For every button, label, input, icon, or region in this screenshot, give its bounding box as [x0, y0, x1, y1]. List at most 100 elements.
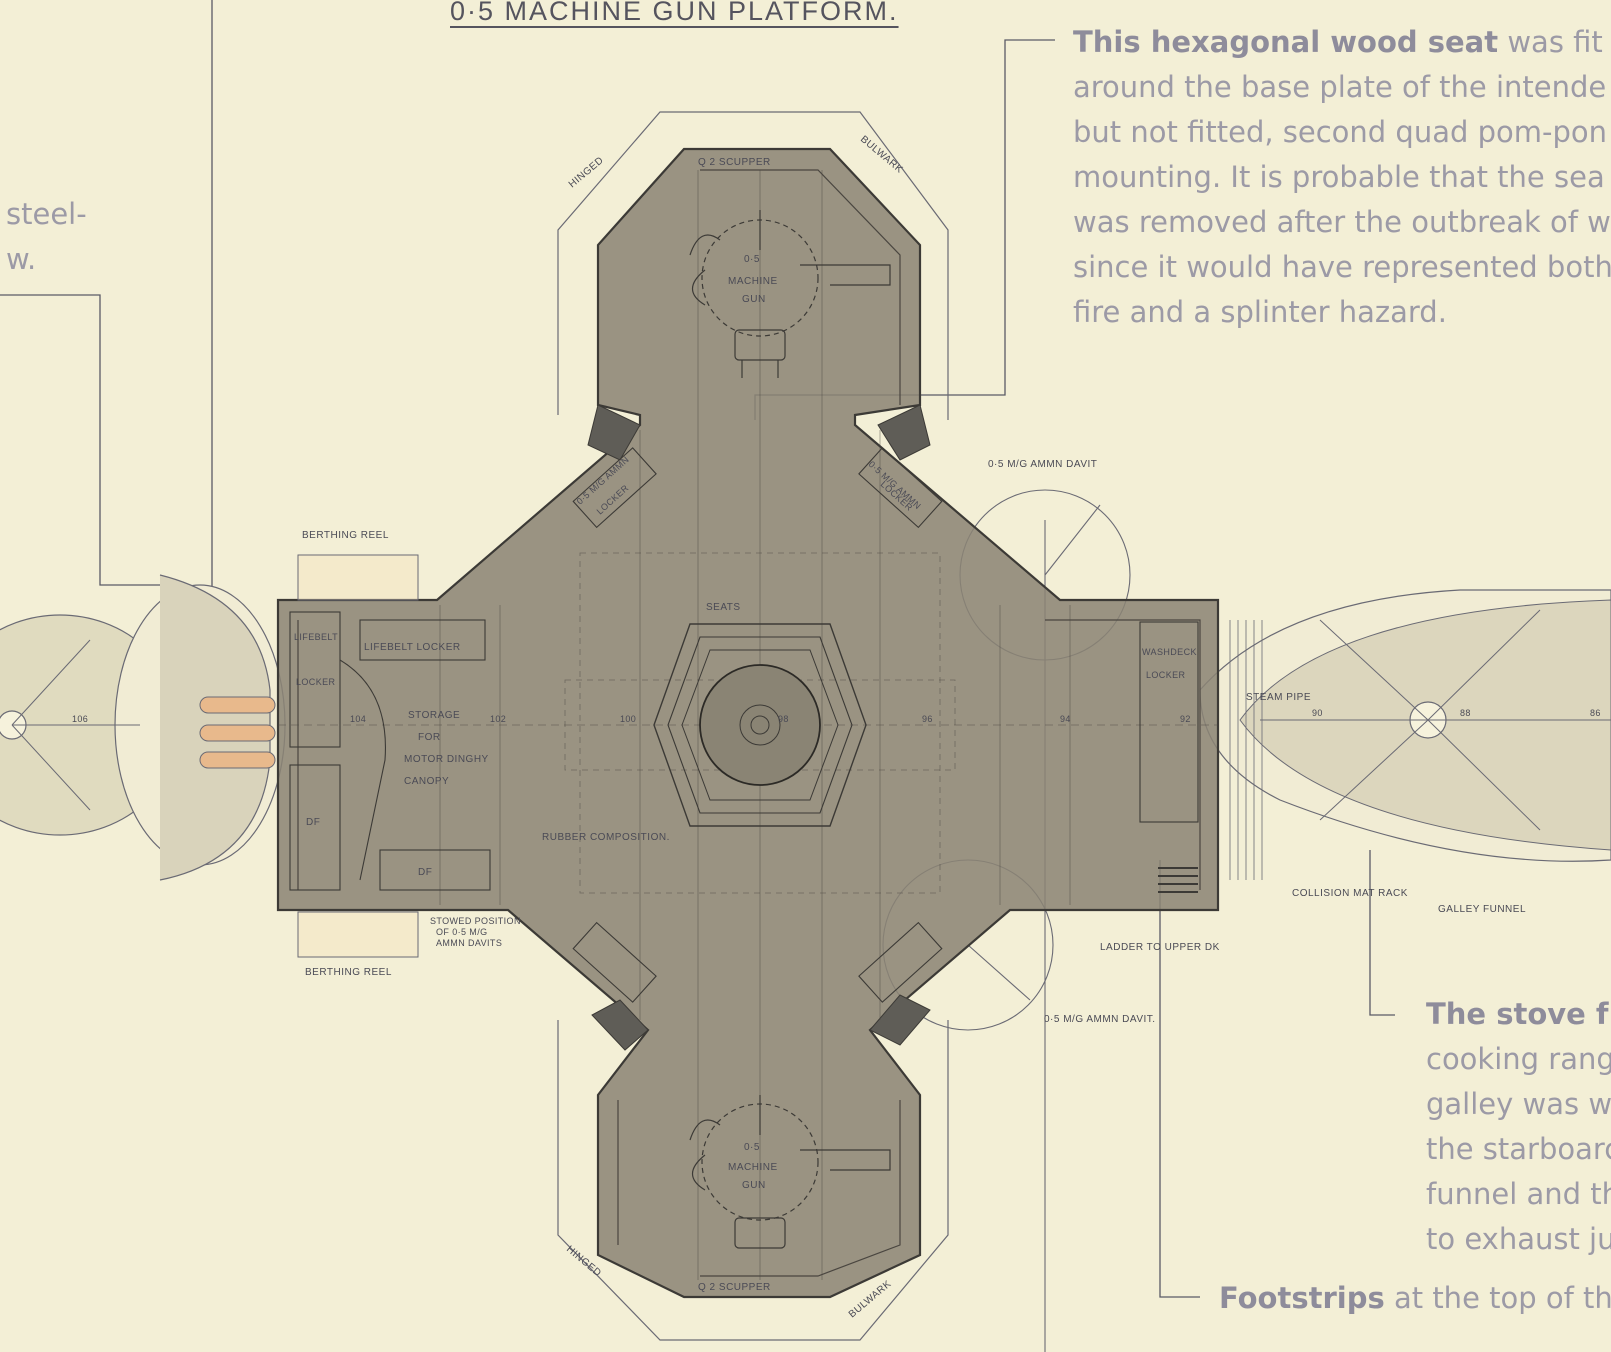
df-locker-bottom — [379, 849, 491, 891]
label-scupper-bottom: Q 2 SCUPPER — [698, 1282, 771, 1293]
annotation-stove-line-5: to exhaust ju — [1426, 1222, 1611, 1256]
annotation-hex-line-4: mounting. It is probable that the sea — [1073, 160, 1605, 194]
label-scupper-top: Q 2 SCUPPER — [698, 157, 771, 168]
bulwark-top — [557, 111, 949, 420]
footstrips-rack — [1229, 620, 1263, 880]
label-stowed-1: STOWED POSITION — [430, 916, 521, 926]
leader-line-stove — [1369, 850, 1395, 1016]
label-mg-top-2: MACHINE — [728, 276, 778, 287]
right-hull — [1199, 589, 1611, 880]
leader-line-footstrips — [1159, 860, 1200, 1298]
machine-gun-bottom — [689, 1095, 891, 1249]
annotation-hex-rest: was fit — [1498, 25, 1603, 59]
df-box-lower-left — [572, 921, 657, 1003]
frame-92: 92 — [1180, 714, 1191, 724]
machine-gun-top — [689, 210, 891, 378]
frame-98: 98 — [778, 714, 789, 724]
annotation-footstrips: Footstrips at the top of th — [1219, 1276, 1611, 1321]
lifebelt-locker — [359, 619, 486, 661]
label-df-bottom: DF — [418, 867, 432, 878]
vent-grille — [1158, 867, 1198, 893]
df-box-lower-right — [858, 921, 943, 1003]
frame-96: 96 — [922, 714, 933, 724]
annotation-stove-bold-line: The stove f — [1426, 992, 1611, 1037]
frame-106: 106 — [72, 714, 88, 724]
washdeck-locker — [1139, 621, 1199, 823]
annotation-left-line-2: w. — [6, 242, 37, 276]
label-berthing-reel-top: BERTHING REEL — [302, 530, 389, 541]
label-galley-funnel: GALLEY FUNNEL — [1438, 904, 1526, 915]
annotation-hexagonal-seat: This hexagonal wood seat was fit around … — [1073, 20, 1611, 335]
berthing-reels — [297, 554, 419, 958]
dinghy-canopy-curve — [339, 659, 387, 881]
label-mg-bottom-3: GUN — [742, 1180, 766, 1191]
label-ladder: LADDER TO UPPER DK — [1100, 942, 1220, 953]
label-storage-3: MOTOR DINGHY — [404, 754, 489, 765]
frame-86: 86 — [1590, 708, 1601, 718]
bulwark-outline — [557, 111, 949, 1341]
lifebelt-small-locker — [289, 611, 341, 748]
label-collision-mat: COLLISION MAT RACK — [1292, 888, 1408, 899]
ammn-locker-right — [858, 447, 943, 529]
label-rubber: RUBBER COMPOSITION. — [542, 832, 670, 843]
annotation-stove-line-4: funnel and th — [1426, 1177, 1611, 1211]
label-stowed-2: OF 0·5 M/G — [436, 927, 488, 937]
label-hinged-top: HINGED — [567, 155, 606, 190]
ammn-locker-left — [572, 447, 657, 529]
label-ammn-davit-bottom: 0·5 M/G AMMN DAVIT. — [1044, 1014, 1156, 1025]
bulwark-bottom — [557, 1020, 949, 1341]
label-storage-1: STORAGE — [408, 710, 460, 721]
label-lifebelt-small: LIFEBELT — [294, 632, 338, 642]
label-mg-bottom-1: 0·5 — [744, 1142, 760, 1153]
annotation-left-line-1: steel- — [6, 197, 87, 231]
label-steam-pipe: STEAM PIPE — [1246, 692, 1311, 703]
label-storage-2: FOR — [418, 732, 441, 743]
label-mg-bottom-2: MACHINE — [728, 1162, 778, 1173]
frame-88: 88 — [1460, 708, 1471, 718]
label-df-left: DF — [306, 817, 320, 828]
label-berthing-reel-bottom: BERTHING REEL — [305, 967, 392, 978]
label-mg-top-1: 0·5 — [744, 254, 760, 265]
annotation-hex-line-5: was removed after the outbreak of w — [1073, 205, 1611, 239]
annotation-stove-bold: The stove f — [1426, 997, 1609, 1031]
label-washdeck-2: LOCKER — [1146, 670, 1186, 680]
annotation-stove: The stove f cooking rang galley was w th… — [1426, 992, 1611, 1262]
annotation-footstrips-rest: at the top of th — [1384, 1281, 1611, 1315]
diagram-title: 0·5 MACHINE GUN PLATFORM. — [450, 0, 899, 26]
annotation-hex-line-3: but not fitted, second quad pom-pon — [1073, 115, 1608, 149]
frame-104: 104 — [350, 714, 366, 724]
frame-102: 102 — [490, 714, 506, 724]
label-locker-small: LOCKER — [296, 677, 336, 687]
frame-90: 90 — [1312, 708, 1323, 718]
left-hull — [0, 574, 286, 881]
accent-bars-left — [199, 696, 276, 769]
label-mg-top-3: GUN — [742, 294, 766, 305]
annotation-hex-line-2: around the base plate of the intende — [1073, 70, 1607, 104]
label-storage-4: CANOPY — [404, 776, 449, 787]
label-ammn-davit-top: 0·5 M/G AMMN DAVIT — [988, 459, 1097, 470]
annotation-stove-line-1: cooking rang — [1426, 1042, 1611, 1076]
platform-inner-edge — [297, 169, 1201, 1277]
annotation-hex-line-7: fire and a splinter hazard. — [1073, 295, 1447, 329]
label-washdeck-1: WASHDECK — [1142, 647, 1197, 657]
frame-numbers: 106 104 102 100 98 96 94 92 90 88 86 — [72, 708, 1601, 724]
label-seats: SEATS — [706, 602, 741, 613]
hinged-flaps — [587, 404, 931, 1051]
annotation-left-fragment: steel- w. — [6, 192, 87, 282]
annotation-stove-line-2: galley was w — [1426, 1087, 1611, 1121]
label-stowed-3: AMMN DAVITS — [436, 938, 502, 948]
lockers — [289, 447, 1199, 1003]
leader-line-left-2 — [0, 294, 160, 586]
annotation-hex-line-6: since it would have represented both — [1073, 250, 1611, 284]
label-lifebelt-locker: LIFEBELT LOCKER — [364, 642, 461, 653]
frame-100: 100 — [620, 714, 636, 724]
frame-94: 94 — [1060, 714, 1071, 724]
annotation-footstrips-bold: Footstrips — [1219, 1281, 1385, 1315]
annotation-hex-line-1: This hexagonal wood seat was fit — [1073, 20, 1611, 65]
hexagonal-seat — [653, 623, 867, 827]
df-locker-left — [289, 764, 341, 891]
deck-grid — [278, 170, 1218, 1280]
annotation-hex-bold: This hexagonal wood seat — [1073, 25, 1499, 59]
